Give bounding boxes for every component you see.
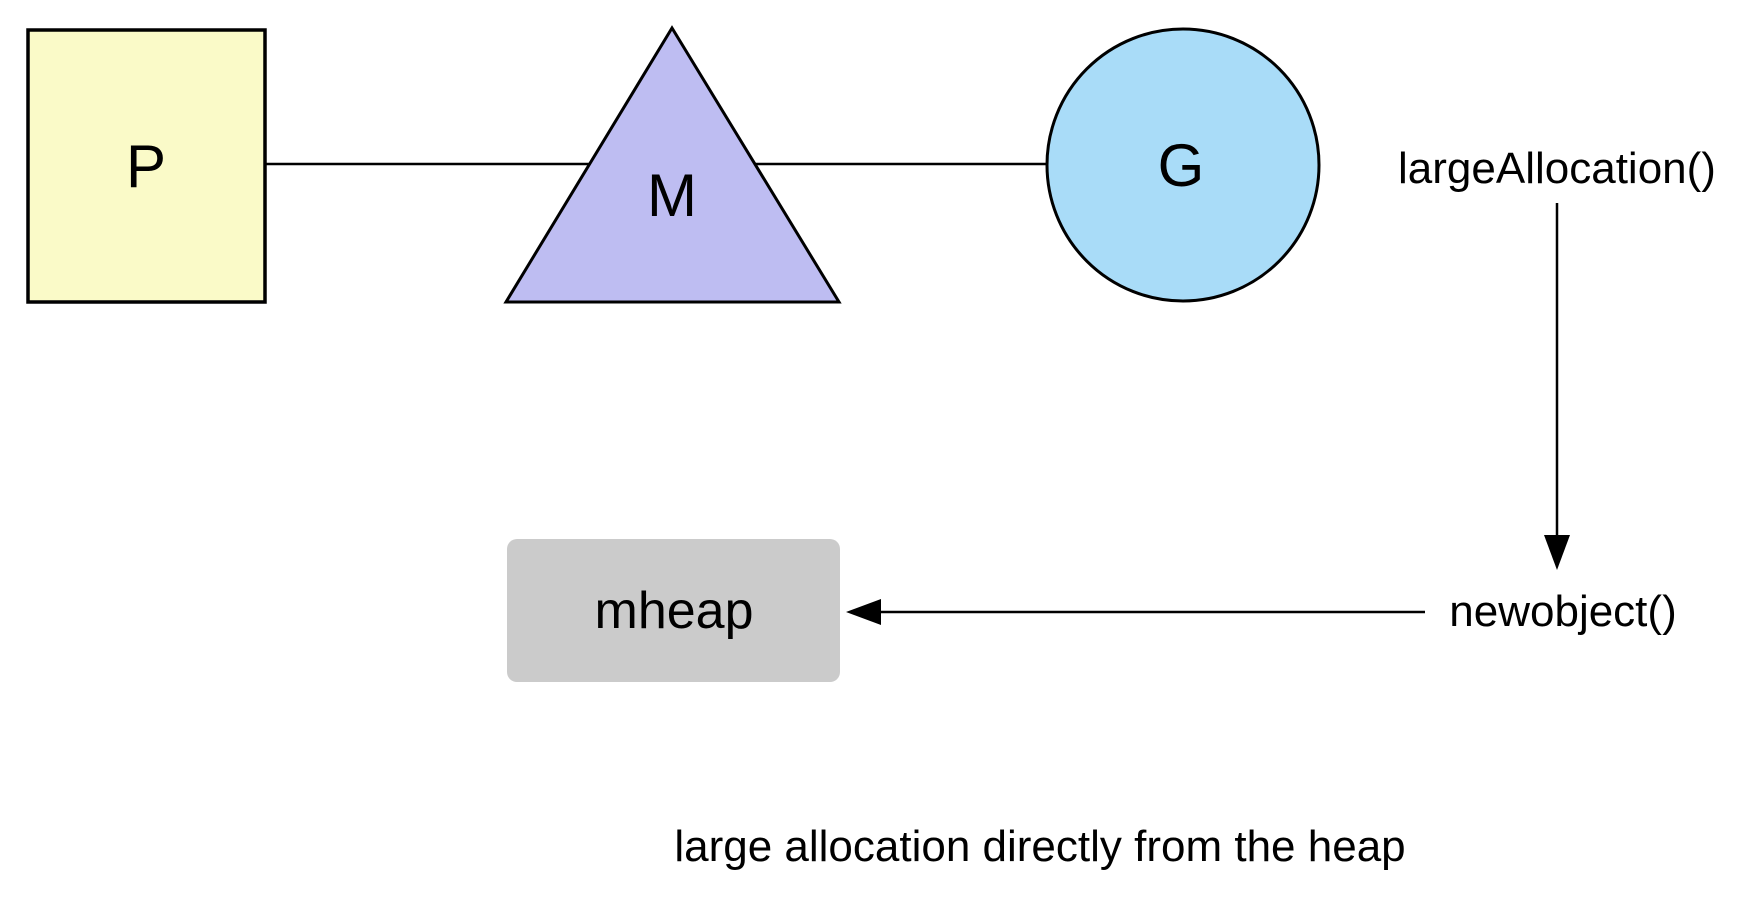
arrow-left-head-icon — [846, 599, 881, 625]
node-m-triangle — [503, 25, 842, 304]
node-p-label: P — [126, 133, 166, 200]
node-g-circle — [1045, 27, 1321, 303]
node-mheap-label: mheap — [595, 582, 754, 640]
newobject-label: newobject() — [1449, 587, 1676, 636]
node-mheap-box — [507, 539, 840, 682]
node-g-label: G — [1158, 132, 1205, 199]
node-p-square — [26, 28, 267, 304]
diagram-caption: large allocation directly from the heap — [674, 822, 1405, 871]
arrow-down-head-icon — [1544, 535, 1570, 570]
large-allocation-label: largeAllocation() — [1398, 144, 1716, 193]
node-m-label: M — [647, 162, 697, 229]
